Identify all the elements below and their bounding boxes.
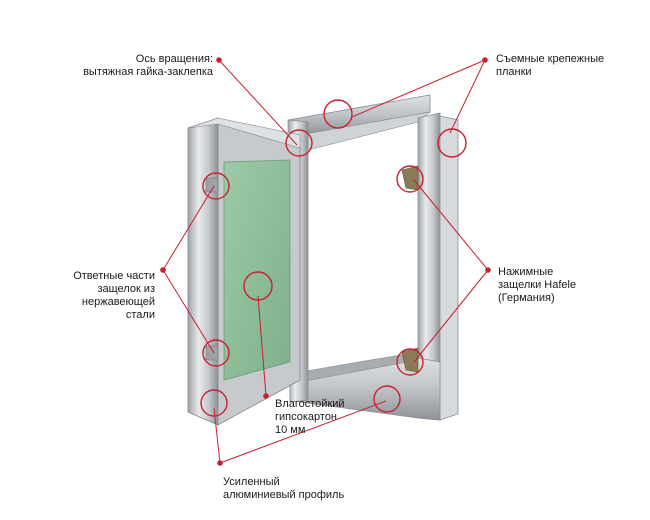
drywall-panel [223,159,291,381]
callout-circle-latch-top [396,165,424,193]
hatch-door [187,117,301,426]
callout-dot-counter [160,267,166,273]
label-profile-line2: алюминиевый профиль [223,489,345,501]
callout-line-profile-b [219,400,387,464]
callout-line-latches-b [413,269,489,363]
label-push-latches-line3: (Германия) [498,292,555,304]
label-profile-line1: Усиленный [223,476,280,488]
label-latch-counterparts: Ответные части защелок из нержавеющей ст… [73,270,155,322]
label-latch-counterparts-line2: защелок из [97,283,155,295]
push-latches [401,165,419,373]
label-profile: Усиленный алюминиевый профиль [223,476,344,502]
callout-circle-profile-bottom [373,385,401,413]
label-latch-counterparts-line1: Ответные части [73,270,155,282]
callout-dot-profile [217,460,223,466]
label-removable-strips: Съемные крепежные планки [496,53,604,79]
callout-dot-drywall [263,393,269,399]
callout-circle-counter-top [202,172,230,200]
frame-right-strip [439,115,459,421]
callout-line-counter-a [162,185,215,271]
callout-line-strips-b [449,59,486,134]
callout-circle-strips-right [437,128,467,158]
callout-dots [160,57,491,466]
callout-circle-strips-top [323,99,353,129]
label-removable-strips-line1: Съемные крепежные [496,53,605,65]
push-latch-top [401,165,419,191]
callout-circle-profile-left [200,389,228,417]
callout-dot-latches [485,267,491,273]
label-removable-strips-line2: планки [496,66,532,78]
callout-line-pivot [218,59,298,146]
callout-line-latches-a [413,179,489,271]
callout-line-profile-a [213,407,221,464]
label-pivot-axis-line2: вытяжная гайка-заклепка [83,66,213,78]
label-latch-counterparts-line3: нержавеющей [81,296,155,308]
door-top-edge [187,117,301,149]
callout-dot-strips [482,57,488,63]
door-latch-plate-top [205,177,219,193]
label-drywall-line3: 10 мм [275,424,306,436]
label-push-latches-line2: защелки Hafele [498,279,577,291]
label-drywall-line2: гипсокартон [275,411,338,423]
label-latch-counterparts-line4: стали [125,309,155,321]
callout-circles [200,99,467,417]
callout-line-drywall [257,295,267,397]
label-drywall-line1: Влагостойкий [275,398,345,410]
hatch-frame [287,94,459,421]
callout-line-counter-b [162,269,215,354]
door-latch-plate-bottom [205,345,219,361]
door-outer-profile [187,117,219,426]
callout-dot-pivot [216,57,222,63]
label-pivot-axis: Ось вращения: вытяжная гайка-заклепка [83,53,213,79]
callout-circle-drywall [243,271,273,301]
callout-circle-counter-bottom [202,339,230,367]
callout-circle-pivot [285,129,313,157]
callout-lines [162,59,489,464]
callout-circle-latch-bottom [396,348,424,376]
callout-line-strips-a [351,59,486,118]
label-pivot-axis-line1: Ось вращения: [135,53,213,65]
label-drywall: Влагостойкий гипсокартон 10 мм [275,398,345,437]
label-push-latches-line1: Нажимные [498,266,554,278]
label-push-latches: Нажимные защелки Hafele (Германия) [498,266,576,305]
